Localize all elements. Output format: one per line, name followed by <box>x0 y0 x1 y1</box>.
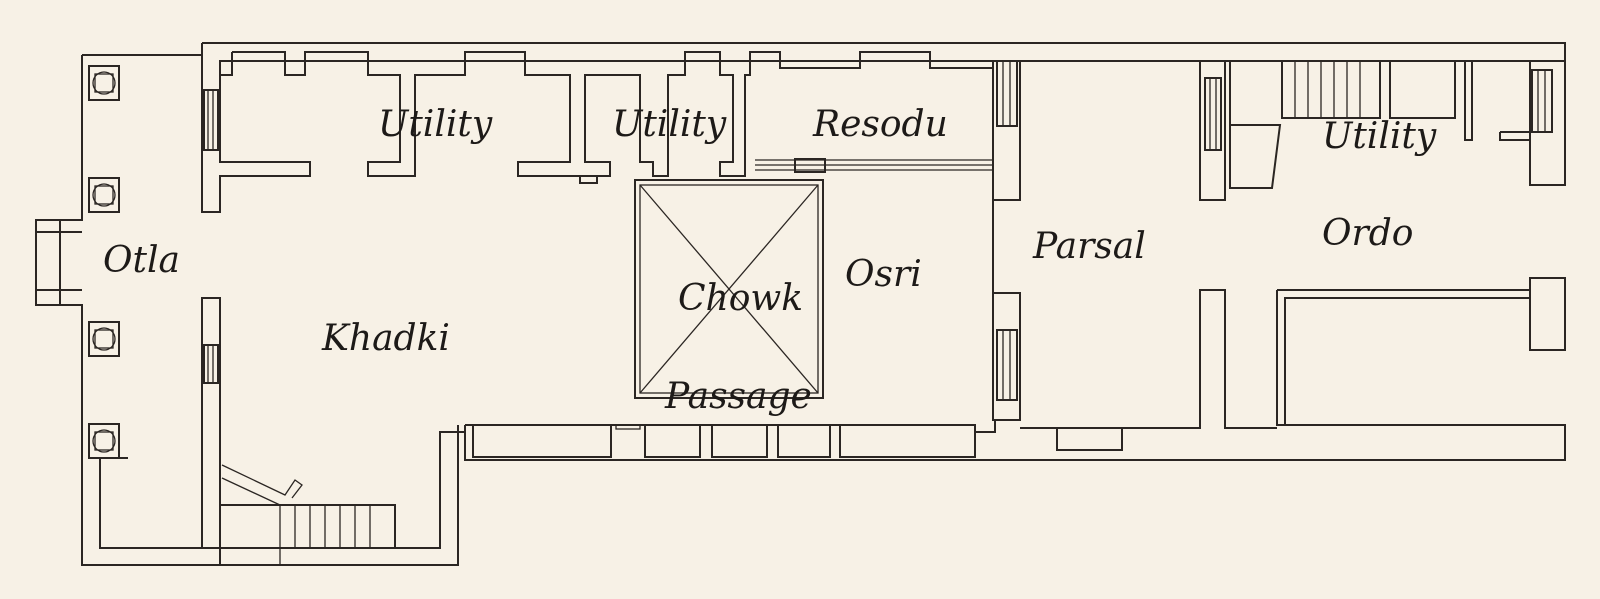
room-label-passage: Passage <box>664 376 812 417</box>
room-label-ordo: Ordo <box>1322 213 1413 254</box>
khadki-walls <box>201 89 465 566</box>
otla-columns <box>88 65 120 459</box>
top-rooms-walls <box>220 51 993 184</box>
parsal-walls <box>992 60 1277 451</box>
room-label-khadki: Khadki <box>321 318 450 359</box>
passage-benches <box>465 419 1020 458</box>
room-label-resodu: Resodu <box>812 104 948 145</box>
right-utility-walls <box>1225 60 1553 189</box>
room-label-utility-3: Utility <box>1322 116 1437 157</box>
room-label-parsal: Parsal <box>1032 226 1146 267</box>
room-label-utility-2: Utility <box>612 104 727 145</box>
room-label-chowk: Chowk <box>678 278 803 319</box>
room-label-utility-1: Utility <box>378 104 493 145</box>
outer-walls <box>35 42 1566 566</box>
chowk-walls <box>634 179 824 399</box>
room-label-osri: Osri <box>845 254 922 295</box>
room-label-otla: Otla <box>103 240 180 281</box>
